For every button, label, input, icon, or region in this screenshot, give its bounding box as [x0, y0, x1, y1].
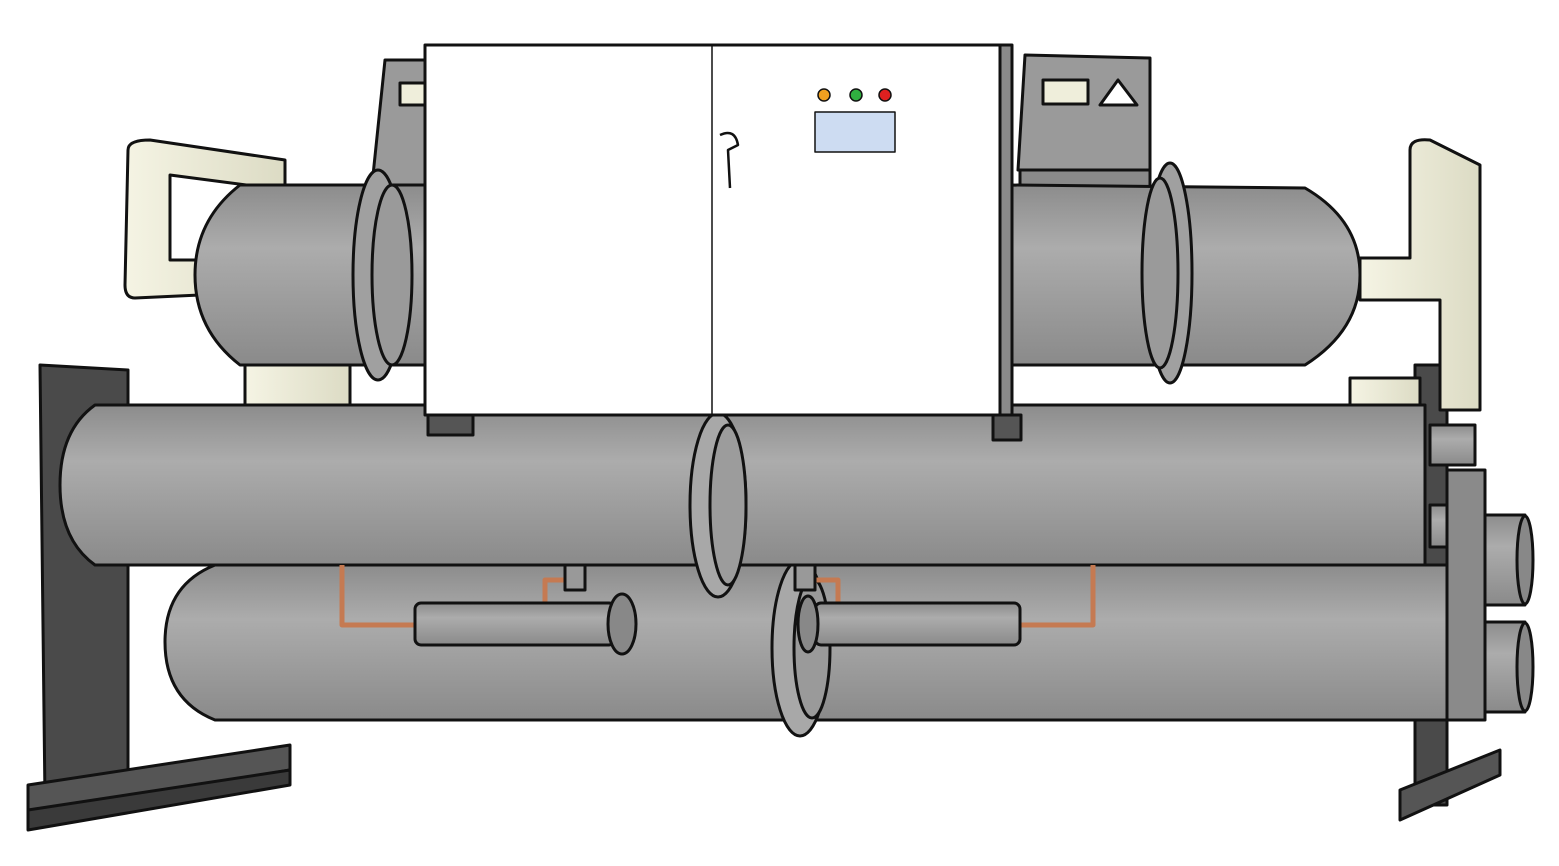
- warning-triangle-icon: [1098, 78, 1139, 107]
- right-starter-box: [1016, 53, 1152, 190]
- right-compressor: [1008, 161, 1362, 385]
- left-starter-box: [370, 58, 432, 187]
- left-compressor: [193, 168, 432, 382]
- control-display: [814, 111, 896, 153]
- indicator-light-orange: [817, 88, 831, 102]
- water-nozzles: [1428, 423, 1535, 722]
- indicator-light-red: [878, 88, 892, 102]
- right-refrigerant-pipe: [1348, 138, 1482, 412]
- left-refrigerant-pipe: [123, 138, 352, 407]
- right-oil-cooler: [793, 563, 1022, 654]
- door-handle-icon: [719, 131, 740, 189]
- indicator-light-green: [849, 88, 863, 102]
- control-panel: [423, 43, 1023, 442]
- left-oil-cooler: [413, 563, 638, 656]
